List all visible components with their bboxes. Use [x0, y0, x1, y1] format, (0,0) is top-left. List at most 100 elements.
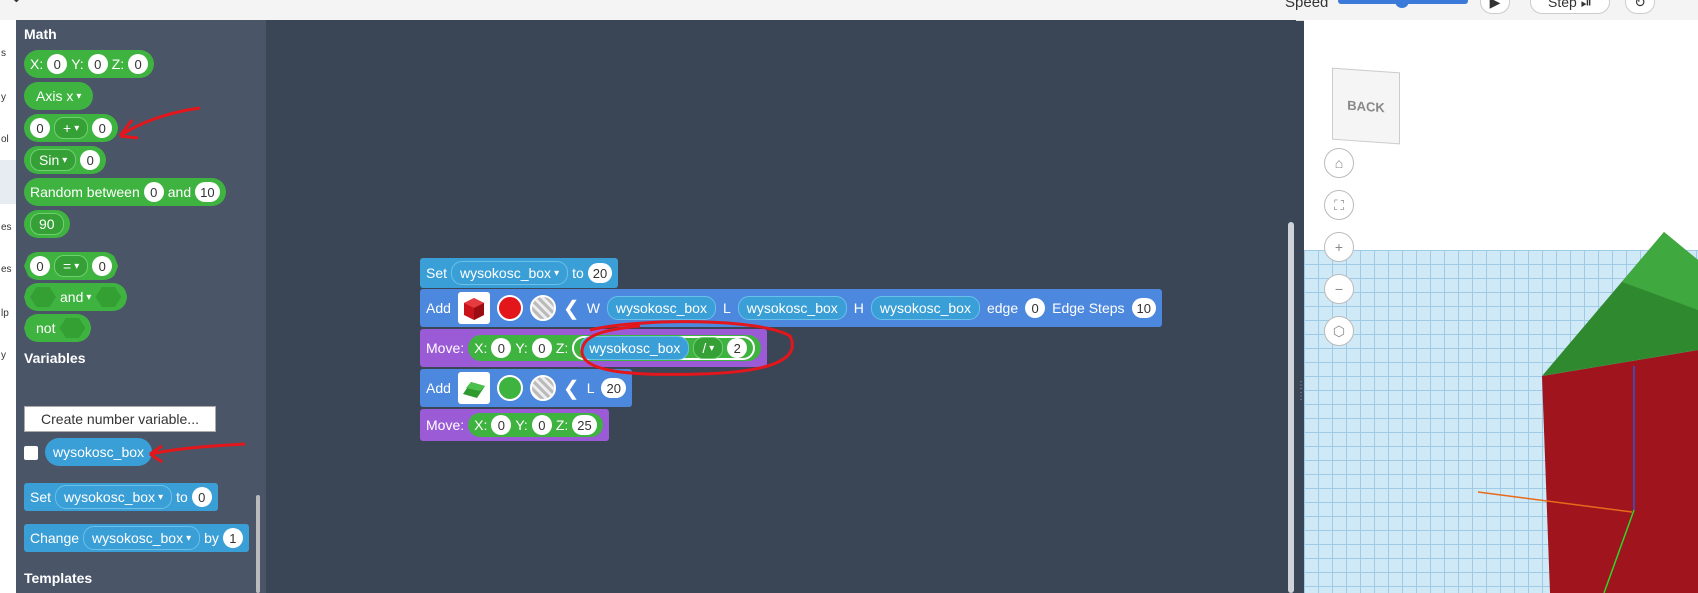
step-icon: ⏯: [1580, 0, 1592, 10]
zoom-in-icon: +: [1334, 239, 1344, 255]
axis-y-line: [1603, 509, 1635, 593]
not-block[interactable]: not: [24, 314, 92, 342]
ws-add-label: Add: [426, 300, 451, 316]
category-item[interactable]: es: [1, 222, 12, 233]
speed-label: Speed: [1285, 0, 1329, 11]
compare-block[interactable]: 0 = 0: [24, 252, 119, 280]
random-min[interactable]: 0: [143, 182, 164, 202]
ws-set-value[interactable]: 20: [587, 263, 613, 283]
collapse-chevron-icon[interactable]: ❮: [562, 377, 580, 400]
random-max[interactable]: 10: [195, 182, 220, 202]
width-variable[interactable]: wysokosc_box: [606, 296, 716, 320]
ws-add-roof-block[interactable]: Add ❮ L 20: [420, 369, 632, 407]
color-swatch-green[interactable]: [496, 375, 523, 401]
axis-dropdown[interactable]: Axis x: [36, 88, 81, 104]
move-z-value[interactable]: 25: [572, 415, 597, 435]
y-label: Y:: [515, 340, 528, 356]
category-item[interactable]: s: [1, 48, 6, 59]
category-item[interactable]: lp: [1, 308, 9, 319]
compare-operator-dropdown[interactable]: =: [54, 255, 89, 277]
create-number-variable-button[interactable]: Create number variable...: [24, 406, 216, 432]
set-value[interactable]: 0: [191, 487, 212, 507]
3d-viewer[interactable]: BACK ⌂ ⛶ + − ⬡: [1304, 20, 1698, 593]
perspective-button[interactable]: ⬡: [1324, 316, 1354, 346]
arith-left-value[interactable]: 0: [30, 118, 50, 138]
variable-visibility-checkbox[interactable]: [24, 446, 38, 460]
roof-shape-icon[interactable]: [457, 372, 490, 404]
variable-block[interactable]: wysokosc_box: [45, 438, 153, 466]
ws-set-block[interactable]: Set wysokosc_box to 20: [420, 258, 619, 288]
math-section-title: Math: [24, 26, 57, 42]
edge-steps-value[interactable]: 10: [1131, 298, 1156, 318]
color-swatch-red[interactable]: [496, 295, 523, 321]
palette-scrollbar[interactable]: [256, 495, 260, 593]
ws-add-box-block[interactable]: Add ❮ W wysokosc_box L wysokosc_box H wy…: [420, 289, 1162, 327]
z-value[interactable]: 0: [128, 54, 149, 74]
ws-move-block-2[interactable]: Move: X:0 Y:0 Z:25: [420, 409, 609, 441]
zoom-out-button[interactable]: −: [1324, 274, 1354, 304]
and-dropdown[interactable]: and: [60, 289, 91, 305]
speed-slider-handle[interactable]: [1395, 0, 1409, 8]
variables-section-title: Variables: [24, 350, 86, 366]
number-value[interactable]: 90: [30, 213, 64, 235]
and-block[interactable]: and: [24, 283, 128, 311]
height-variable[interactable]: wysokosc_box: [870, 296, 980, 320]
and-right-slot[interactable]: [95, 287, 122, 307]
move-y-value[interactable]: 0: [531, 338, 552, 358]
divide-block[interactable]: wysokosc_box / 2: [572, 336, 756, 360]
change-variable-dropdown[interactable]: wysokosc_box: [83, 526, 201, 550]
set-variable-dropdown[interactable]: wysokosc_box: [55, 485, 173, 509]
z-variable[interactable]: wysokosc_box: [580, 336, 690, 360]
ws-move-block-1[interactable]: Move: X:0 Y:0 Z: wysokosc_box / 2: [420, 329, 768, 367]
change-value[interactable]: 1: [222, 528, 243, 548]
number-block[interactable]: 90: [24, 210, 70, 238]
compare-right[interactable]: 0: [92, 256, 113, 276]
category-item[interactable]: y: [1, 92, 6, 103]
arith-operator-dropdown[interactable]: +: [54, 117, 89, 139]
move-y-value[interactable]: 0: [531, 415, 552, 435]
not-slot[interactable]: [59, 318, 86, 338]
divide-operator-dropdown[interactable]: /: [693, 337, 724, 359]
box-shape-icon[interactable]: [457, 292, 490, 324]
move-xyz-block[interactable]: X:0 Y:0 Z:25: [468, 413, 603, 437]
move-x-value[interactable]: 0: [491, 338, 512, 358]
sin-block[interactable]: Sin 0: [24, 146, 107, 174]
arith-right-value[interactable]: 0: [92, 118, 113, 138]
material-swatch[interactable]: [529, 375, 556, 401]
change-variable-block[interactable]: Change wysokosc_box by 1: [24, 524, 249, 552]
category-item[interactable]: y: [1, 350, 6, 361]
xyz-block[interactable]: X:0 Y:0 Z:0: [24, 50, 155, 78]
category-item[interactable]: ol: [1, 134, 9, 145]
and-left-slot[interactable]: [30, 287, 56, 307]
move-x-value[interactable]: 0: [491, 415, 512, 435]
move-xyz-block[interactable]: X:0 Y:0 Z: wysokosc_box / 2: [468, 335, 762, 361]
zoom-in-button[interactable]: +: [1324, 232, 1354, 262]
length-label: L: [586, 380, 595, 396]
compare-left[interactable]: 0: [30, 256, 50, 276]
z-label: Z:: [111, 56, 125, 72]
y-value[interactable]: 0: [87, 54, 108, 74]
axis-block[interactable]: Axis x: [24, 82, 94, 110]
material-swatch[interactable]: [529, 295, 556, 321]
x-value[interactable]: 0: [47, 54, 68, 74]
collapse-chevron-icon[interactable]: ❮: [562, 297, 580, 320]
fit-view-button[interactable]: ⛶: [1324, 190, 1354, 220]
set-variable-block[interactable]: Set wysokosc_box to 0: [24, 483, 218, 511]
house-wall: [1542, 350, 1698, 593]
divisor-value[interactable]: 2: [727, 338, 748, 358]
panel-resize-handle[interactable]: ⋮⋮: [1296, 380, 1306, 402]
workspace-scrollbar[interactable]: [1288, 222, 1294, 593]
step-button[interactable]: Step ⏯: [1530, 0, 1610, 14]
random-and-label: and: [167, 184, 192, 200]
function-dropdown[interactable]: Sin: [30, 149, 77, 171]
random-block[interactable]: Random between 0 and 10: [24, 178, 226, 206]
roof-length-value[interactable]: 20: [601, 378, 626, 398]
category-item[interactable]: es: [1, 264, 12, 275]
length-variable[interactable]: wysokosc_box: [737, 296, 847, 320]
edge-value[interactable]: 0: [1025, 298, 1046, 318]
sin-value[interactable]: 0: [80, 150, 101, 170]
arithmetic-block[interactable]: 0 + 0: [24, 114, 119, 142]
home-view-button[interactable]: ⌂: [1324, 148, 1354, 178]
redo-icon[interactable]: ↷: [8, 0, 20, 8]
ws-set-variable-dropdown[interactable]: wysokosc_box: [451, 261, 569, 285]
